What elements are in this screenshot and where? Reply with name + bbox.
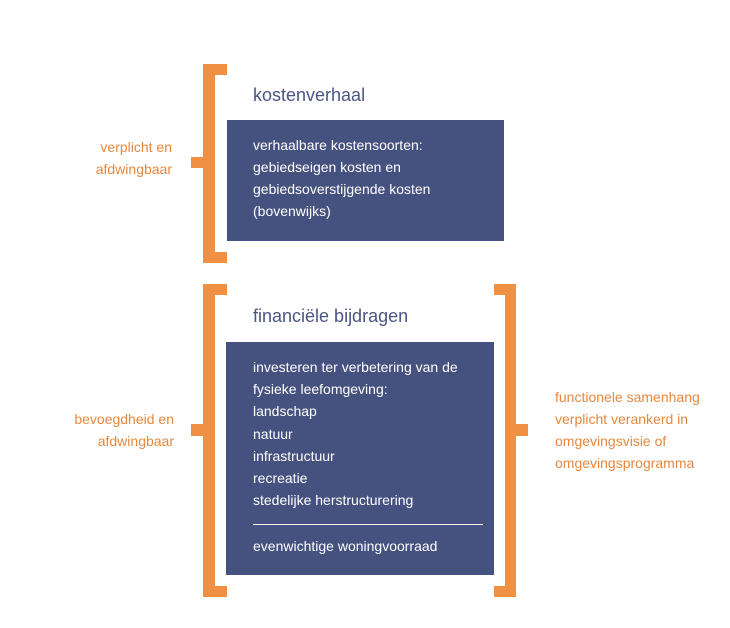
text-line: gebiedsoverstijgende kosten [253,181,431,197]
bracket-cap [203,252,227,263]
label-line: verplicht en [100,139,172,155]
bracket-nub [191,157,203,168]
label-line: omgevingsvisie of [555,433,667,449]
box-bijdragen [226,342,494,575]
bracket-cap [494,586,516,597]
text-line: evenwichtige woningvoorraad [253,538,438,554]
title-bijdragen: financiële bijdragen [253,306,409,326]
divider [253,524,483,525]
bracket-cap [203,64,227,75]
text-line: verhaalbare kostensoorten: [253,137,423,153]
bracket-nub [191,424,203,436]
bracket-cap [494,284,516,295]
bracket-bijdragen-left [203,284,215,597]
title-kostenverhaal: kostenverhaal [253,85,366,105]
box-kostenverhaal [227,120,504,241]
label-line: afdwingbaar [97,433,174,449]
bracket-kostenverhaal [203,64,215,263]
text-line: landschap [253,403,317,419]
bracket-cap [203,586,227,597]
text-line: (bovenwijks) [253,203,331,219]
text-line: recreatie [253,470,308,486]
label-line: afdwingbaar [95,161,172,177]
text-line: fysieke leefomgeving: [253,381,388,397]
text-line: infrastructuur [253,448,335,464]
left-label-kostenverhaal: verplicht en afdwingbaar [96,136,172,180]
label-line: functionele samenhang [555,389,700,405]
label-line: bevoegdheid en [74,411,174,427]
label-line: verplicht verankerd in [555,411,689,427]
text-line: gebiedseigen kosten en [253,159,401,175]
text-line: investeren ter verbetering van de [253,359,458,375]
bracket-bijdragen-right [505,284,516,597]
right-label-bijdragen: functionele samenhang verplicht veranker… [555,386,700,474]
bracket-nub [516,424,528,436]
left-label-bijdragen: bevoegdheid en afdwingbaar [74,408,174,452]
label-line: omgevingsprogramma [555,455,695,471]
bracket-cap [203,284,227,295]
text-line: natuur [253,426,293,442]
text-line: stedelijke herstructurering [253,492,414,508]
